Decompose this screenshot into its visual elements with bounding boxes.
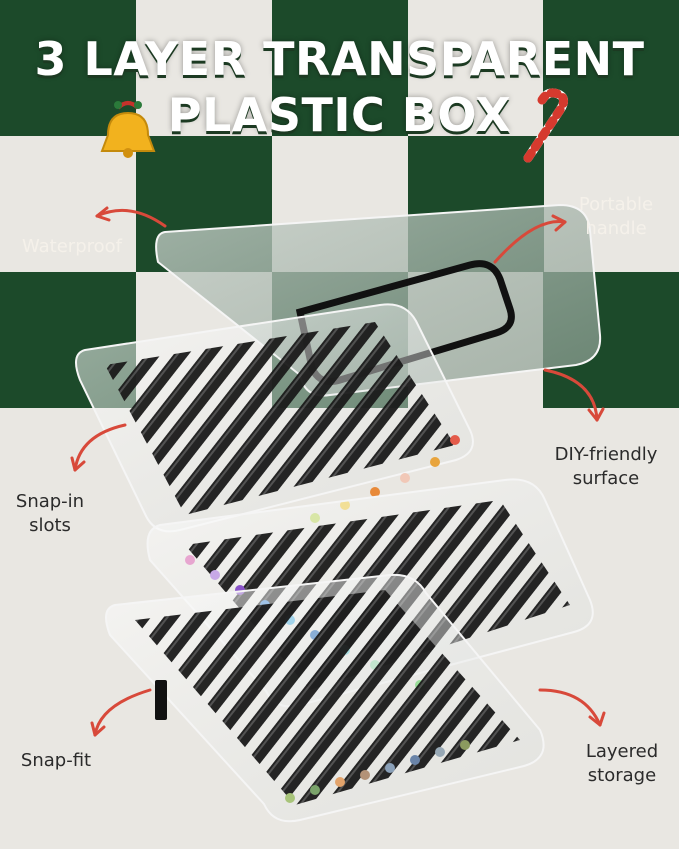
feature-label-snap-in-line2: slots	[29, 515, 71, 536]
feature-label-layered: Layered storage	[570, 740, 674, 788]
bell-icon	[100, 101, 156, 158]
headline-line-1: 3 LAYER TRANSPARENT	[34, 32, 645, 86]
arrow-snap-in	[73, 423, 127, 472]
arrow-layered	[538, 688, 602, 727]
feature-label-portable: Portable handle	[560, 193, 672, 241]
feature-label-snap-fit: Snap-fit	[20, 750, 92, 771]
feature-label-portable-line2: handle	[585, 218, 647, 239]
arrow-portable-handle	[493, 220, 567, 264]
top-tray	[75, 303, 474, 533]
feature-label-diy: DIY-friendly surface	[536, 443, 676, 491]
headline-line-2: PLASTIC BOX	[167, 88, 512, 142]
feature-label-layered-line2: storage	[587, 765, 657, 786]
arrow-waterproof	[95, 208, 167, 228]
arrow-snap-fit	[93, 688, 152, 737]
feature-label-waterproof: Waterproof	[21, 236, 122, 257]
feature-label-portable-line1: Portable	[578, 194, 654, 215]
candy-cane-icon	[523, 88, 568, 163]
feature-label-diy-line2: surface	[572, 468, 640, 489]
bottom-tray	[105, 573, 545, 823]
feature-label-layered-line1: Layered	[585, 741, 659, 762]
arrow-diy	[543, 368, 599, 422]
feature-label-snap-in: Snap-in slots	[2, 490, 98, 538]
feature-label-diy-line1: DIY-friendly	[554, 444, 658, 465]
feature-label-snap-in-line1: Snap-in	[15, 491, 85, 512]
